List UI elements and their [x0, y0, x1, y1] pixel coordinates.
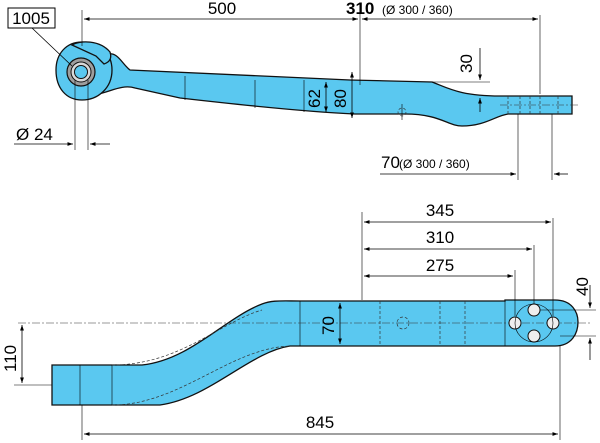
leaf-plan-body: [51, 299, 579, 406]
side-view: 1005 500 310 (Ø 300 / 360) 30 62 80 Ø 24: [7, 0, 578, 180]
dim-110: 110: [1, 345, 20, 372]
eye-top-curl: [70, 41, 112, 65]
dim-80: 80: [331, 89, 350, 108]
part-number-box: [7, 7, 56, 29]
dim-345: 345: [426, 201, 454, 220]
dim-62: 62: [305, 89, 324, 108]
dim-500: 500: [208, 0, 236, 18]
dim-40: 40: [573, 277, 592, 296]
bolt-hole-2: [527, 303, 541, 317]
dim-eye-diameter: Ø 24: [16, 125, 53, 144]
bushing-inner: [74, 65, 88, 79]
bolt-hole-3: [527, 329, 541, 343]
dim-70-bottom: 70: [319, 316, 338, 335]
dim-845: 845: [306, 413, 334, 432]
leaf-body: [87, 53, 573, 127]
dim-275: 275: [426, 256, 454, 275]
dim-310-note: (Ø 300 / 360): [382, 3, 453, 17]
dim-30: 30: [457, 54, 476, 73]
dim-70-top: 70: [381, 153, 400, 172]
dim-70-note: (Ø 300 / 360): [399, 157, 470, 171]
dim-310-bottom: 310: [426, 228, 454, 247]
part-number-label: 1005: [12, 9, 50, 28]
dim-310-top: 310: [346, 0, 374, 18]
plan-view: 345 310 275 40 70 110 845: [1, 201, 596, 440]
